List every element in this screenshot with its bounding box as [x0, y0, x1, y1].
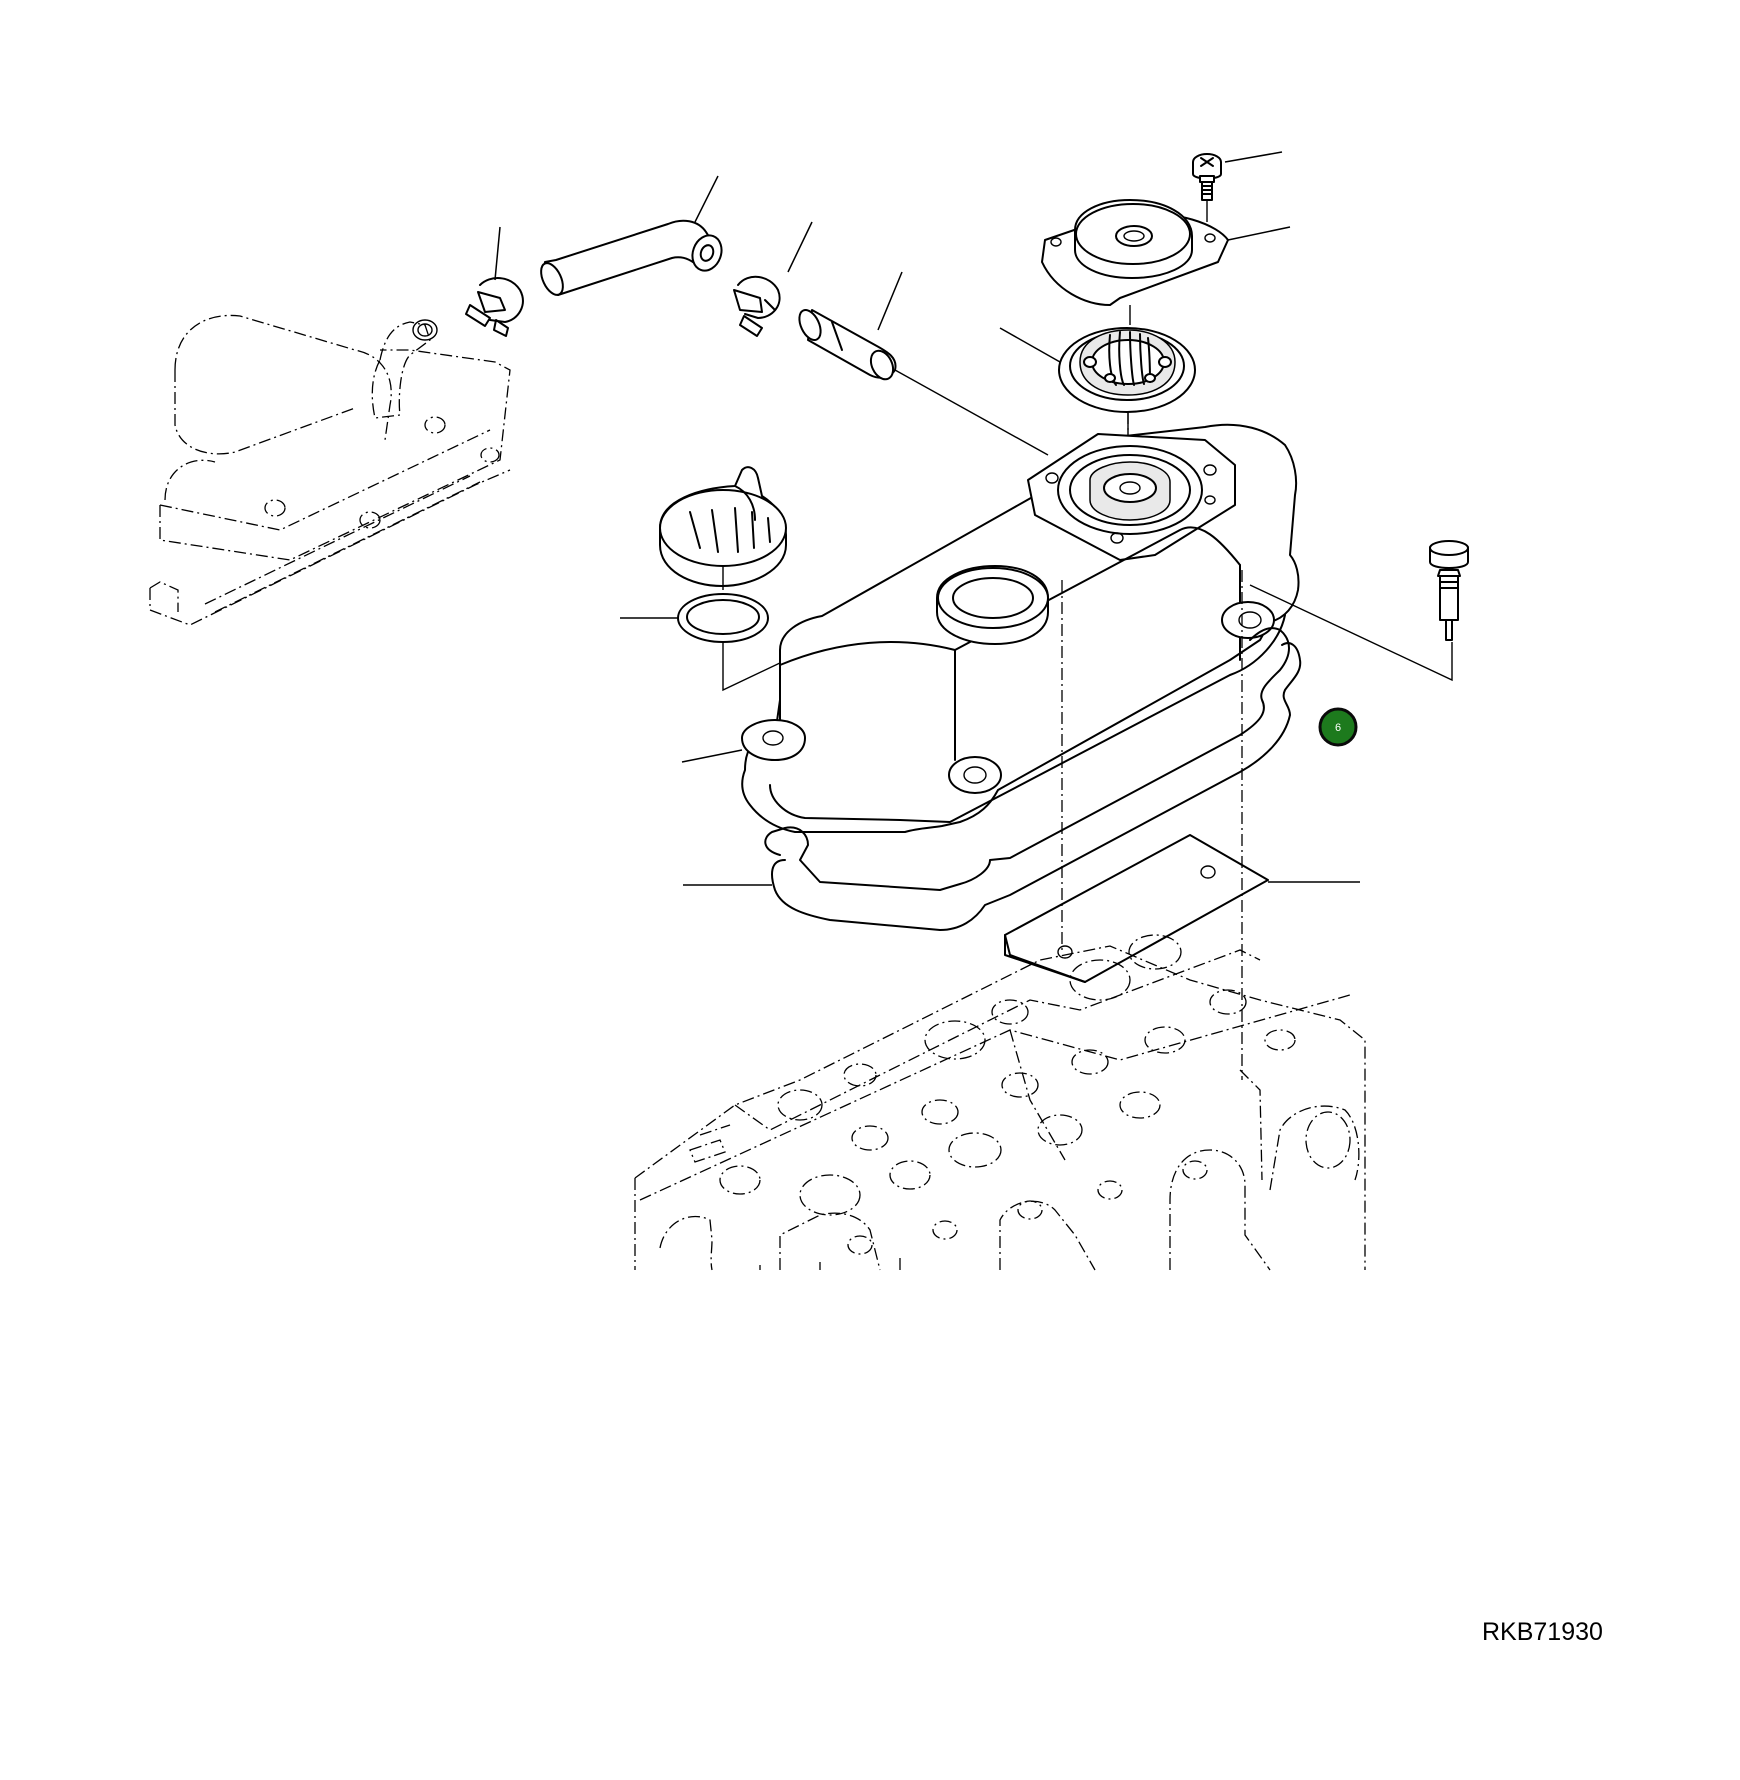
breather-pipe: [798, 271, 1049, 456]
cylinder-head-phantom: [634, 934, 1366, 1271]
intake-manifold-phantom: [149, 314, 511, 626]
cap-screw-top: [1192, 151, 1283, 222]
assembly-centerlines: [1061, 412, 1243, 1080]
breather-hose: [540, 175, 723, 296]
hose-clamp-right: [733, 221, 813, 337]
valve-cover-gasket: [683, 627, 1302, 931]
callout-marker-6[interactable]: 6: [1318, 707, 1358, 747]
engine-hanger-plate: [1004, 834, 1360, 983]
breather-cover: [1041, 199, 1291, 325]
flange-bolt: [1249, 540, 1469, 682]
valve-cover: [681, 423, 1300, 833]
drawing-code: RKB71930: [1482, 1618, 1603, 1646]
breather-diaphragm: [999, 327, 1196, 440]
oil-filler-cap: [659, 466, 787, 590]
hose-clamp-left: [465, 226, 524, 337]
callout-label: 6: [1335, 722, 1341, 734]
o-ring: [620, 574, 966, 692]
